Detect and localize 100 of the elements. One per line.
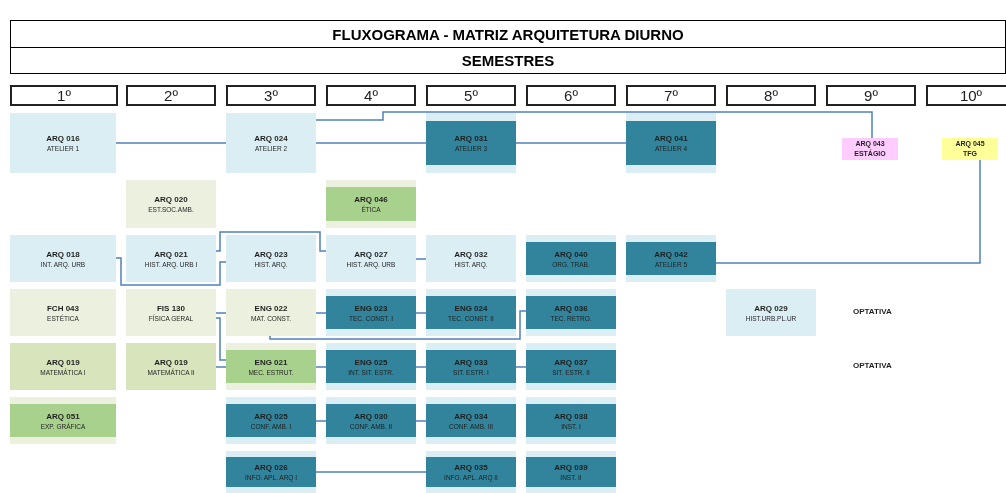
course-code: ARQ 031 bbox=[454, 133, 488, 144]
semester-header: 1º bbox=[10, 85, 118, 106]
course-code: ARQ 036 bbox=[554, 302, 588, 314]
course-box bbox=[226, 397, 316, 444]
semester-header: 6º bbox=[526, 85, 616, 106]
course-code: ENG 022 bbox=[254, 302, 288, 314]
course-box bbox=[942, 138, 998, 160]
connector-line bbox=[415, 420, 427, 422]
course-code: ARQ 051 bbox=[46, 410, 80, 422]
course-box bbox=[426, 113, 516, 173]
course-box bbox=[526, 343, 616, 390]
connector-line bbox=[315, 420, 327, 422]
course-code: ARQ 046 bbox=[354, 194, 388, 205]
course-box bbox=[526, 451, 616, 493]
course-code: ARQ 042 bbox=[654, 248, 688, 260]
connector-line bbox=[415, 312, 427, 314]
title-banner: FLUXOGRAMA - MATRIZ ARQUITETURA DIURNO bbox=[10, 20, 1006, 48]
course-box bbox=[726, 289, 816, 336]
course-box bbox=[326, 343, 416, 390]
course-box bbox=[10, 397, 116, 444]
course-code: ENG 024 bbox=[454, 302, 488, 314]
course-code: ARQ 020 bbox=[154, 194, 188, 205]
section-header: SEMESTRES bbox=[10, 47, 1006, 74]
course-code: ARQ 035 bbox=[454, 462, 488, 473]
course-box bbox=[526, 235, 616, 282]
semester-header: 3º bbox=[226, 85, 316, 106]
note-label: OPTATIVA bbox=[853, 307, 892, 316]
course-box bbox=[10, 343, 116, 390]
course-box bbox=[426, 235, 516, 282]
connector-line bbox=[215, 317, 227, 361]
course-box bbox=[426, 343, 516, 390]
course-box bbox=[126, 235, 216, 282]
connector-line bbox=[315, 312, 327, 314]
course-code: ARQ 016 bbox=[46, 133, 80, 144]
course-code: ARQ 041 bbox=[654, 133, 688, 144]
connector-line bbox=[715, 159, 981, 264]
course-box bbox=[10, 235, 116, 282]
course-code: ARQ 025 bbox=[254, 410, 288, 422]
semester-header: 8º bbox=[726, 85, 816, 106]
course-box bbox=[126, 180, 216, 228]
course-code: FIS 130 bbox=[157, 302, 185, 314]
course-code: ARQ 038 bbox=[554, 410, 588, 422]
connector-line bbox=[515, 142, 627, 144]
course-box bbox=[326, 180, 416, 228]
course-box bbox=[626, 113, 716, 173]
course-code: ARQ 026 bbox=[254, 462, 288, 473]
connector-line bbox=[215, 312, 227, 314]
course-code: ARQ 021 bbox=[154, 248, 188, 260]
semester-header: 5º bbox=[426, 85, 516, 106]
course-code: ARQ 039 bbox=[554, 462, 588, 473]
connector-line bbox=[415, 366, 427, 368]
course-code: ENG 021 bbox=[254, 356, 288, 368]
course-code: ARQ 029 bbox=[754, 302, 788, 314]
connector-line bbox=[315, 366, 327, 368]
connector-line bbox=[269, 310, 527, 340]
connector-line bbox=[315, 142, 427, 144]
course-box bbox=[126, 289, 216, 336]
course-box bbox=[426, 451, 516, 493]
semester-header: 4º bbox=[326, 85, 416, 106]
connector-line bbox=[515, 366, 527, 368]
course-box bbox=[226, 113, 316, 173]
course-code: ENG 025 bbox=[354, 356, 388, 368]
course-code: ENG 023 bbox=[354, 302, 388, 314]
course-box bbox=[226, 343, 316, 390]
course-code: FCH 043 bbox=[47, 302, 79, 314]
connector-line bbox=[115, 257, 227, 286]
course-code: ARQ 034 bbox=[454, 410, 488, 422]
course-box bbox=[426, 289, 516, 336]
course-code: ARQ 019 bbox=[154, 356, 188, 368]
connector-line bbox=[315, 111, 873, 139]
course-box bbox=[226, 235, 316, 282]
course-box bbox=[526, 397, 616, 444]
course-code: ARQ 032 bbox=[454, 248, 488, 260]
course-box bbox=[226, 451, 316, 493]
course-code: ARQ 027 bbox=[354, 248, 388, 260]
connector-line bbox=[215, 366, 227, 368]
course-box bbox=[842, 138, 898, 160]
semester-header: 9º bbox=[826, 85, 916, 106]
course-code: ARQ 033 bbox=[454, 356, 488, 368]
course-code: ARQ 023 bbox=[254, 248, 288, 260]
course-box bbox=[526, 289, 616, 336]
connector-line bbox=[315, 471, 427, 473]
course-box bbox=[10, 289, 116, 336]
course-code: ARQ 037 bbox=[554, 356, 588, 368]
course-box bbox=[426, 397, 516, 444]
course-code: ARQ 024 bbox=[254, 133, 288, 144]
course-box bbox=[626, 235, 716, 282]
connector-line bbox=[115, 142, 227, 144]
course-box bbox=[326, 397, 416, 444]
semester-header: 2º bbox=[126, 85, 216, 106]
course-code: ARQ 018 bbox=[46, 248, 80, 260]
course-box bbox=[10, 113, 116, 173]
connector-line bbox=[415, 258, 427, 260]
course-code: ARQ 040 bbox=[554, 248, 588, 260]
course-box bbox=[326, 289, 416, 336]
note-label: OPTATIVA bbox=[853, 361, 892, 370]
course-code: ARQ 030 bbox=[354, 410, 388, 422]
course-box bbox=[126, 343, 216, 390]
course-code: ARQ 019 bbox=[46, 356, 80, 368]
semester-header: 7º bbox=[626, 85, 716, 106]
